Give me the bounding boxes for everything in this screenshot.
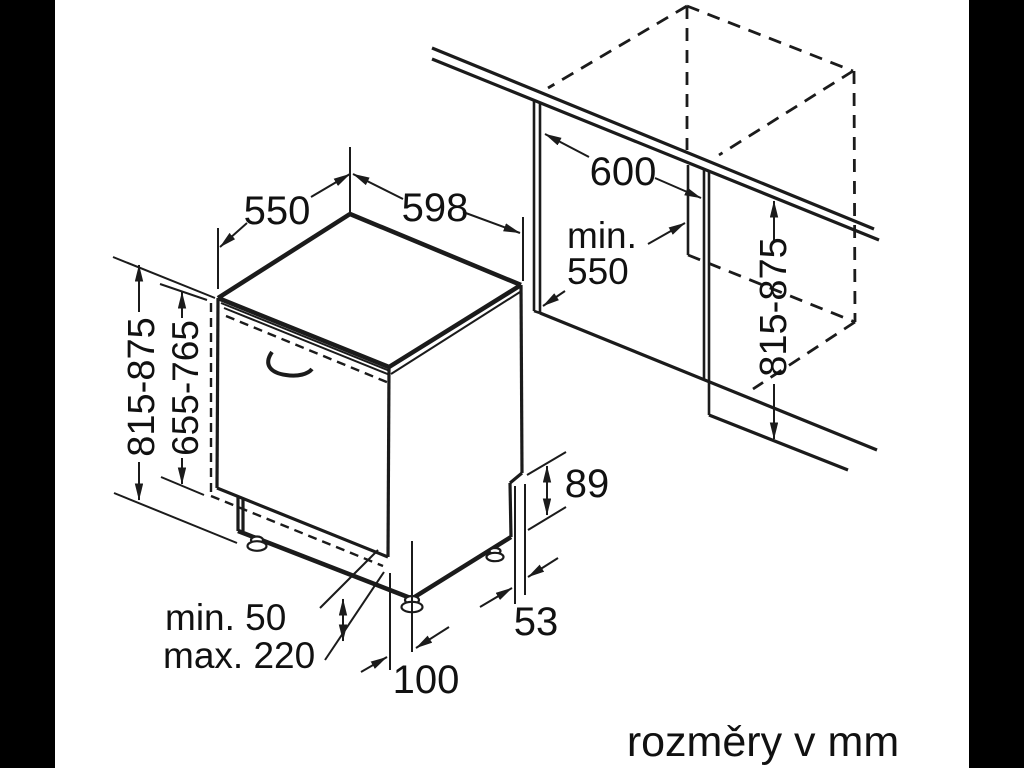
arrow-598-left — [352, 173, 404, 200]
niche-floor-front-edge — [539, 311, 878, 452]
label-appliance-height: 815-875 — [121, 317, 163, 456]
adjustable-foot-right — [485, 546, 505, 563]
niche-left-wall — [532, 100, 542, 315]
label-front-panel-height: 655-765 — [165, 320, 206, 456]
label-niche-height: 815-875 — [753, 237, 795, 376]
units-note: rozměry v mm — [627, 718, 899, 766]
arrow-100-left — [360, 656, 388, 673]
label-feet-max: max. 220 — [163, 635, 315, 676]
label-top-depth: 550 — [244, 189, 311, 233]
dishwasher-base — [236, 497, 414, 602]
dimension-arrows — [134, 133, 779, 673]
arrow-53-right — [527, 557, 559, 578]
left-letterbox-bar — [0, 0, 55, 768]
dishwasher-side-face — [411, 284, 524, 600]
dimension-labels: 550 598 600 min. 550 815-875 815-875 655… — [121, 150, 899, 766]
door-top-rim-outer — [220, 302, 391, 372]
dishwasher-top-face — [216, 211, 523, 370]
right-cabinet-plinth-bottom-edge — [708, 413, 849, 472]
label-feet-min: min. 50 — [165, 597, 286, 638]
arrow-598-right — [462, 211, 521, 234]
tick-step-bottom — [527, 506, 567, 531]
arrow-100-right — [415, 626, 450, 649]
worktop — [431, 46, 880, 242]
dishwasher-body — [209, 211, 524, 614]
tick-step-top — [526, 451, 567, 476]
tick-height-top — [112, 256, 216, 299]
label-niche-width: 600 — [590, 150, 657, 194]
furniture-panel-dashed — [209, 303, 390, 568]
dimension-ticks — [112, 147, 567, 670]
arrow-550-right — [310, 173, 351, 198]
tick-panel-bottom — [160, 476, 205, 496]
label-rear-clearance: 53 — [514, 600, 559, 644]
leader-feet-min — [319, 549, 379, 609]
arrow-min550-right — [647, 222, 686, 245]
label-niche-depth: 550 — [567, 251, 629, 292]
side-top-rim — [390, 291, 521, 375]
adjustable-foot-left — [246, 535, 268, 552]
dishwasher-door-face — [215, 297, 391, 559]
niche-dashed-outline — [547, 4, 857, 391]
label-plinth-depth: 100 — [393, 658, 460, 702]
arrow-53-left — [479, 587, 513, 608]
arrow-min550-left — [542, 290, 566, 307]
label-rear-step: 89 — [565, 462, 610, 506]
arrow-550-left — [219, 222, 248, 248]
right-letterbox-bar — [969, 0, 1024, 768]
niche-right-wall — [702, 168, 711, 415]
arrow-600-right — [654, 177, 702, 199]
label-top-width: 598 — [402, 186, 469, 230]
door-top-rim-inner — [223, 307, 391, 376]
tick-height-bottom — [113, 492, 238, 544]
door-handle — [266, 350, 314, 378]
arrow-600-left — [544, 133, 590, 158]
leader-feet-max — [324, 571, 385, 661]
label-niche-depth-prefix: min. — [567, 215, 637, 256]
